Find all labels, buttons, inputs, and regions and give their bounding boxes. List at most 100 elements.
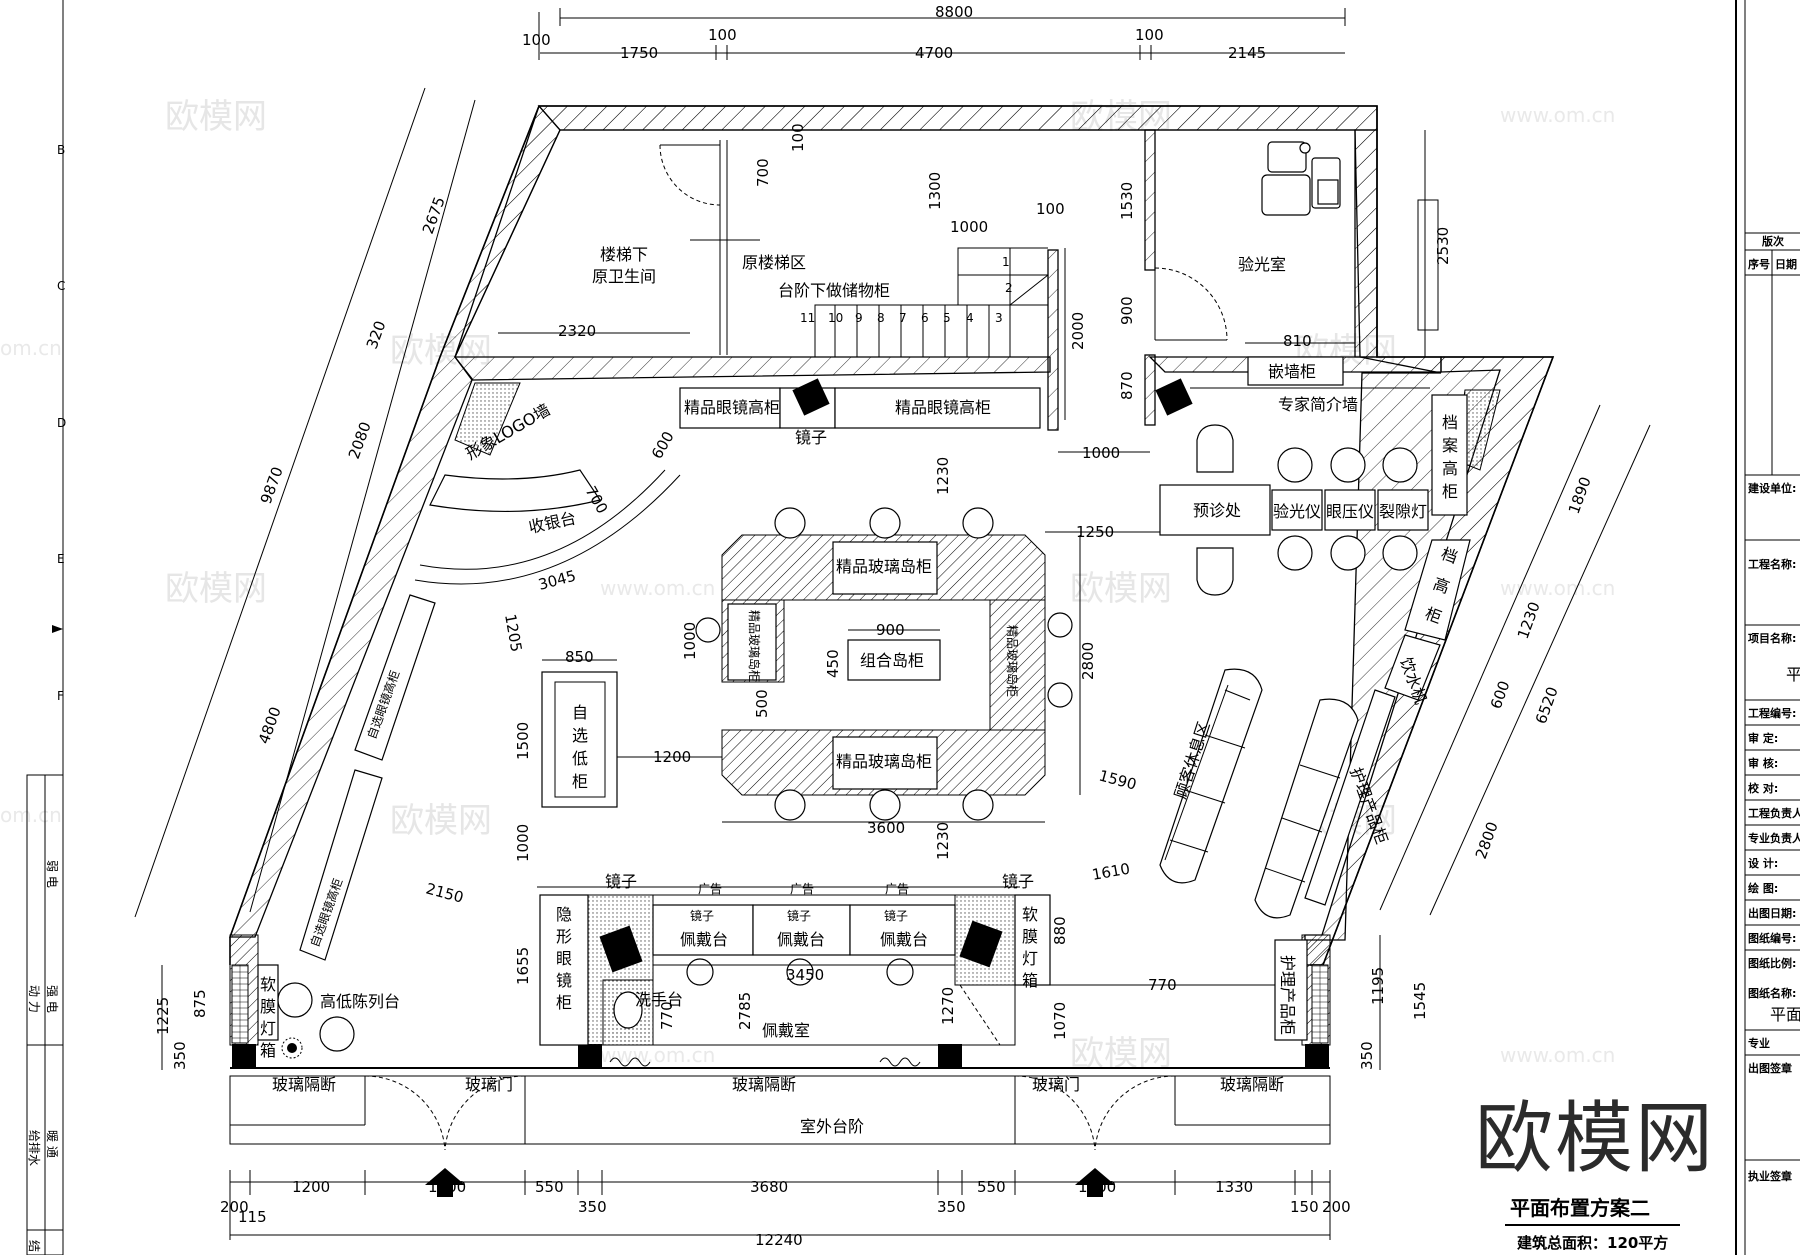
dim-b-550-l: 550	[535, 1178, 564, 1196]
strip-struct: 结 构	[27, 1240, 42, 1255]
watermark-1: 欧模网	[165, 97, 267, 137]
dim-2530: 2530	[1434, 227, 1452, 265]
dim-700-top: 700	[754, 158, 772, 187]
archive-3: 高	[1442, 459, 1458, 478]
self-low-1: 自	[572, 703, 588, 722]
dim-b-550-r: 550	[977, 1178, 1006, 1196]
dim-2150: 2150	[424, 879, 466, 906]
front-area: 软 膜 灯 箱 高低陈列台 护理产品柜 1225 875 350 1195 15…	[154, 935, 1429, 1070]
archive-1: 档	[1442, 413, 1458, 432]
wear-table-2: 佩戴台	[777, 930, 825, 949]
dim-b-1330: 1330	[1215, 1178, 1253, 1196]
stair-num-2: 2	[1005, 281, 1013, 295]
tb-draw: 绘 图:	[1748, 881, 1778, 895]
tall-cab-r-3: 柜	[1423, 604, 1445, 627]
self-low-4: 柜	[572, 772, 588, 791]
island-left: 精品玻璃岛柜	[747, 610, 762, 682]
tb-seq: 序号	[1748, 257, 1770, 271]
wash-1: 洗手台	[635, 990, 683, 1009]
cabinet-tall-2: 精品眼镜高柜	[895, 398, 991, 417]
stair-num-1: 1	[1002, 255, 1010, 269]
stair-steps	[834, 305, 990, 357]
island-bottom: 精品玻璃岛柜	[836, 752, 932, 771]
cashier: 收银台	[527, 508, 578, 537]
tb-spec-lead: 专业负责人:	[1748, 831, 1800, 845]
dim-1270: 2785	[736, 992, 754, 1030]
wearing-room: 镜子 镜子 广告 广告 广告 镜子 镜子 镜子 佩戴台 佩戴台 佩戴台 3450…	[514, 872, 1305, 1067]
expert-wall: 专家简介墙	[1278, 395, 1358, 414]
prediagnosis: 预诊处	[1193, 501, 1241, 520]
ad-1: 广告	[698, 882, 722, 896]
dim-870: 870	[1118, 371, 1136, 400]
watermark-url-2: www.om.cn	[600, 576, 715, 600]
left-discipline-strip: 弱 电 动 力 强 电 给排水 暖 通 结 构 B C D E F	[26, 143, 66, 1255]
room-orig-stair: 原楼梯区	[742, 253, 806, 272]
optometer: 验光仪	[1273, 502, 1321, 521]
glass-partition-3: 玻璃隔断	[1220, 1075, 1284, 1094]
mirror-wr-right: 镜子	[1002, 872, 1034, 891]
display-table: 高低陈列台	[320, 992, 400, 1011]
tb-out-date: 出图日期:	[1748, 906, 1796, 920]
upper-rooms: 楼梯下 原卫生间 原楼梯区 台阶下做储物柜 1 2 3 4 5 6 7 8 9 …	[498, 123, 1452, 462]
tb-scale: 图纸比例:	[1748, 956, 1796, 970]
glass-partition-1: 玻璃隔断	[272, 1075, 336, 1094]
lightbox-r-4: 箱	[1022, 971, 1038, 990]
lightbox-l-2: 膜	[260, 997, 276, 1016]
dim-right-1230: 1230	[1514, 599, 1544, 641]
island-cabinets: 精品玻璃岛柜 精品玻璃岛柜 精品玻璃岛柜 精品玻璃岛柜 组合岛柜	[721, 534, 1046, 796]
lightbox-r-1: 软	[1022, 905, 1038, 924]
mirror-wr-left: 镜子	[605, 872, 637, 891]
dim-top-1750: 1750	[620, 44, 658, 62]
dim-1300: 1300	[926, 172, 944, 210]
care-cabinet-right: 护理产品柜	[1278, 955, 1297, 1035]
facade: 玻璃隔断 玻璃门 玻璃隔断 玻璃门 玻璃隔断 室外台阶	[229, 1067, 1331, 1197]
arrow-marker	[52, 625, 63, 633]
dim-1200-island: 1200	[653, 748, 691, 766]
mark-f: F	[57, 689, 64, 703]
dim-b-1200: 1200	[292, 1178, 330, 1196]
wear-table-3: 佩戴台	[880, 930, 928, 949]
dim-100-top: 100	[789, 123, 807, 152]
stair-num-9: 9	[855, 311, 863, 325]
tb-version: 版次	[1762, 234, 1784, 248]
lightbox-l-4: 箱	[260, 1041, 276, 1060]
plant-icon	[281, 1037, 303, 1059]
glass-door-2: 玻璃门	[1032, 1075, 1080, 1094]
mark-e: E	[57, 552, 65, 566]
tonometer: 眼压仪	[1326, 502, 1374, 521]
tall-cab-r-1: 档	[1439, 544, 1461, 567]
stair-num-5: 5	[943, 311, 951, 325]
dim-1070: 1070	[1051, 1002, 1069, 1040]
top-dimensions: 8800 100 1750 100 4700 100 2145	[522, 3, 1346, 62]
archive-4: 柜	[1442, 482, 1458, 501]
dim-1205: 1205	[501, 613, 525, 654]
hidden-mirror-4: 镜	[556, 971, 572, 990]
dim-810: 810	[1283, 332, 1312, 350]
ad-3: 广告	[885, 882, 909, 896]
tb-item-val: 平	[1786, 665, 1800, 684]
watermark-3: 欧模网	[165, 569, 267, 609]
mirror-1: 镜子	[795, 428, 827, 447]
outdoor-steps: 室外台阶	[800, 1117, 864, 1136]
slit-lamp: 裂隙灯	[1379, 502, 1427, 521]
mirror-t3: 镜子	[884, 908, 908, 923]
dim-left-2675: 2675	[419, 194, 449, 236]
sofa-2	[1254, 698, 1359, 919]
stair-num-10: 10	[828, 311, 843, 325]
dim-3450: 3450	[786, 966, 824, 984]
dim-right-6520: 6520	[1532, 684, 1562, 726]
dim-2800-island: 2800	[1079, 642, 1097, 680]
mark-b: B	[57, 143, 65, 157]
dim-1000-island: 1000	[681, 622, 699, 660]
tb-proj-no: 工程编号:	[1748, 706, 1796, 720]
dim-1500: 1500	[514, 722, 532, 760]
strip-weak: 弱 电	[45, 860, 59, 888]
mirror-t2: 镜子	[787, 908, 811, 923]
tb-approve: 审 定:	[1748, 731, 1778, 745]
dim-left-2080: 2080	[345, 419, 375, 461]
strip-hvac: 暖 通	[45, 1130, 59, 1158]
watermark-url-3: www.om.cn	[1500, 576, 1615, 600]
stair-num-3: 3	[995, 311, 1003, 325]
dim-100-stair: 100	[1036, 200, 1065, 218]
